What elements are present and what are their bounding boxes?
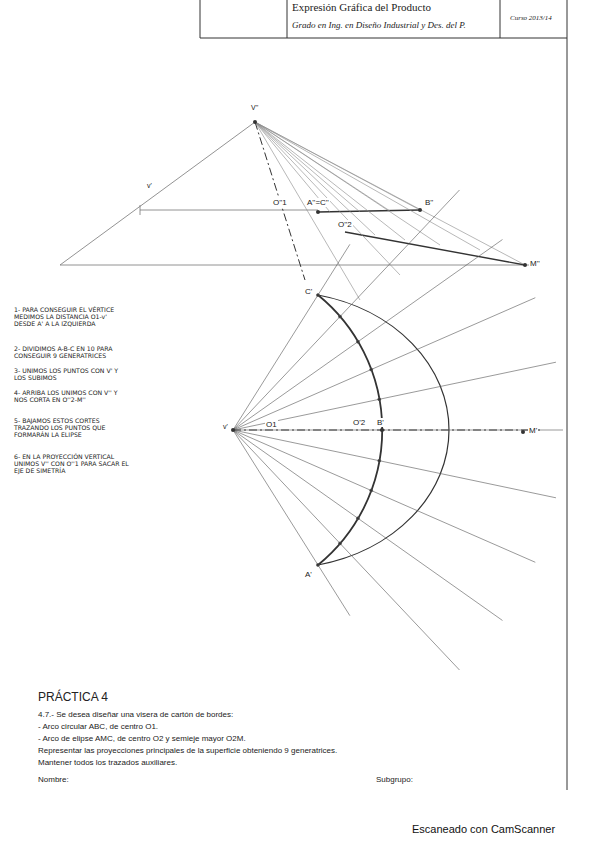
- division-point: [338, 542, 341, 545]
- division-point: [378, 459, 381, 462]
- generatrix: [233, 362, 556, 430]
- handwritten-note: 5- BAJAMOS ESTOS CORTES TRAZANDO LOS PUN…: [14, 417, 126, 438]
- text-label: Representar las proyecciones principales…: [38, 746, 337, 755]
- text-label: Mantener todos los trazados auxiliares.: [38, 758, 177, 767]
- generatrix: [233, 430, 459, 670]
- text-label: Grado en Ing. en Diseño Industrial y Des…: [292, 20, 466, 30]
- frame: [200, 0, 567, 790]
- handwritten-note: 6- EN LA PROYECCIÓN VERTICAL UNIMOS V'' …: [14, 453, 132, 474]
- text-label: Expresión Gráfica del Producto: [292, 1, 431, 14]
- text-label: Nombre:: [38, 775, 69, 784]
- point-label: O''1: [272, 198, 288, 207]
- division-point: [356, 517, 359, 520]
- generatrices-elevation: [255, 122, 525, 300]
- point-label: v': [146, 182, 153, 190]
- division-point: [378, 398, 381, 401]
- point-label: O'2: [352, 418, 366, 427]
- handwritten-note: 4- ARRIBA LOS UNIMOS CON V'' Y NOS CORTA…: [14, 389, 126, 403]
- generatrix: [233, 430, 502, 620]
- point-label: C': [304, 287, 313, 296]
- elevation-edges: [318, 210, 525, 265]
- text-label: 4.7.- Se desea diseñar una visera de car…: [38, 710, 233, 719]
- generatrix: [233, 298, 535, 430]
- point-label: M': [528, 426, 538, 435]
- text-label: Escaneado con CamScanner: [412, 823, 555, 836]
- symmetry-axis: [255, 122, 305, 280]
- generatrix: [233, 190, 459, 430]
- point-label: O''2: [337, 220, 353, 229]
- division-point: [316, 294, 319, 297]
- division-point: [316, 563, 319, 566]
- text-label: Subgrupo:: [376, 775, 413, 784]
- generatrix: [233, 430, 535, 562]
- text-label: PRÁCTICA 4: [38, 691, 108, 705]
- text-label: - Arco de elipse AMC, de centro O2 y sem…: [38, 734, 246, 743]
- handwritten-note: 1- PARA CONSEGUIR EL VÉRTICE MEDIMOS LA …: [14, 306, 126, 327]
- point-label: v': [222, 423, 229, 431]
- division-point: [381, 429, 384, 432]
- generatrix: [233, 244, 350, 430]
- point-label: V'': [250, 104, 259, 112]
- point-label: B'': [424, 198, 434, 207]
- point-label: M'': [529, 259, 541, 268]
- text-label: Curso 2013/14: [510, 14, 552, 22]
- division-point: [370, 489, 373, 492]
- point-label: O1: [265, 420, 278, 429]
- generatrix: [233, 430, 350, 616]
- generatrix: [233, 430, 563, 431]
- handwritten-note: 2- DIVIDIMOS A-B-C EN 10 PARA CONSEGUIR …: [14, 345, 126, 359]
- division-point: [370, 368, 373, 371]
- point-label: B': [376, 418, 385, 427]
- point-label: A''=C'': [306, 198, 330, 207]
- division-point: [356, 340, 359, 343]
- point-label: A': [304, 570, 313, 579]
- division-point: [338, 315, 341, 318]
- handwritten-note: 3- UNIMOS LOS PUNTOS CON V' Y LOS SUBIMO…: [14, 367, 126, 381]
- text-label: - Arco circular ABC, de centro O1.: [38, 722, 158, 731]
